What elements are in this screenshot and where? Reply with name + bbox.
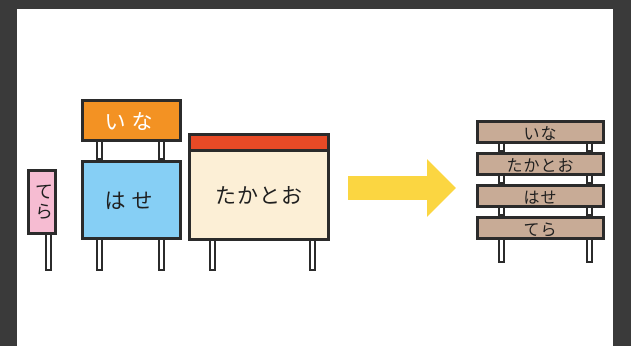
sign-tera-label: てら bbox=[32, 182, 53, 222]
board-post-gap bbox=[498, 144, 505, 152]
illustration-panel: てら いな はせ たかとお いな たかとお bbox=[17, 9, 613, 346]
sign-hase-leg-right bbox=[158, 240, 165, 271]
sign-ina-label: いな bbox=[104, 109, 159, 134]
board-post-gap bbox=[586, 144, 593, 152]
board-plank-label: いな bbox=[523, 124, 558, 143]
board-plank-label: てら bbox=[523, 220, 558, 239]
board-post-gap bbox=[498, 176, 505, 184]
sign-tera: てら bbox=[27, 169, 57, 235]
board-plank-tera: てら bbox=[476, 216, 605, 240]
board-post-gap bbox=[498, 208, 505, 216]
sign-hase: はせ bbox=[81, 160, 182, 240]
board-post-gap bbox=[586, 208, 593, 216]
sign-tera-leg bbox=[45, 235, 52, 271]
sign-takatoo-top-band bbox=[191, 136, 327, 152]
sign-takatoo-leg-left bbox=[209, 241, 216, 271]
board-plank-hase: はせ bbox=[476, 184, 605, 208]
sign-takatoo: たかとお bbox=[188, 133, 330, 241]
board-post-left bbox=[498, 240, 505, 263]
sign-hase-label: はせ bbox=[104, 189, 159, 213]
board-post-right bbox=[586, 240, 593, 263]
board-plank-ina: いな bbox=[476, 120, 605, 144]
sign-ina-leg-right bbox=[158, 142, 165, 160]
board-post-gap bbox=[586, 176, 593, 184]
sign-ina-leg-left bbox=[96, 142, 103, 160]
sign-hase-leg-left bbox=[96, 240, 103, 271]
right-arrow-icon bbox=[348, 159, 456, 217]
board-plank-label: はせ bbox=[523, 188, 558, 207]
sign-ina: いな bbox=[81, 99, 182, 142]
board-plank-label: たかとお bbox=[506, 156, 575, 175]
sign-takatoo-leg-right bbox=[309, 241, 316, 271]
sign-takatoo-label: たかとお bbox=[215, 184, 303, 208]
board-plank-takatoo: たかとお bbox=[476, 152, 605, 176]
